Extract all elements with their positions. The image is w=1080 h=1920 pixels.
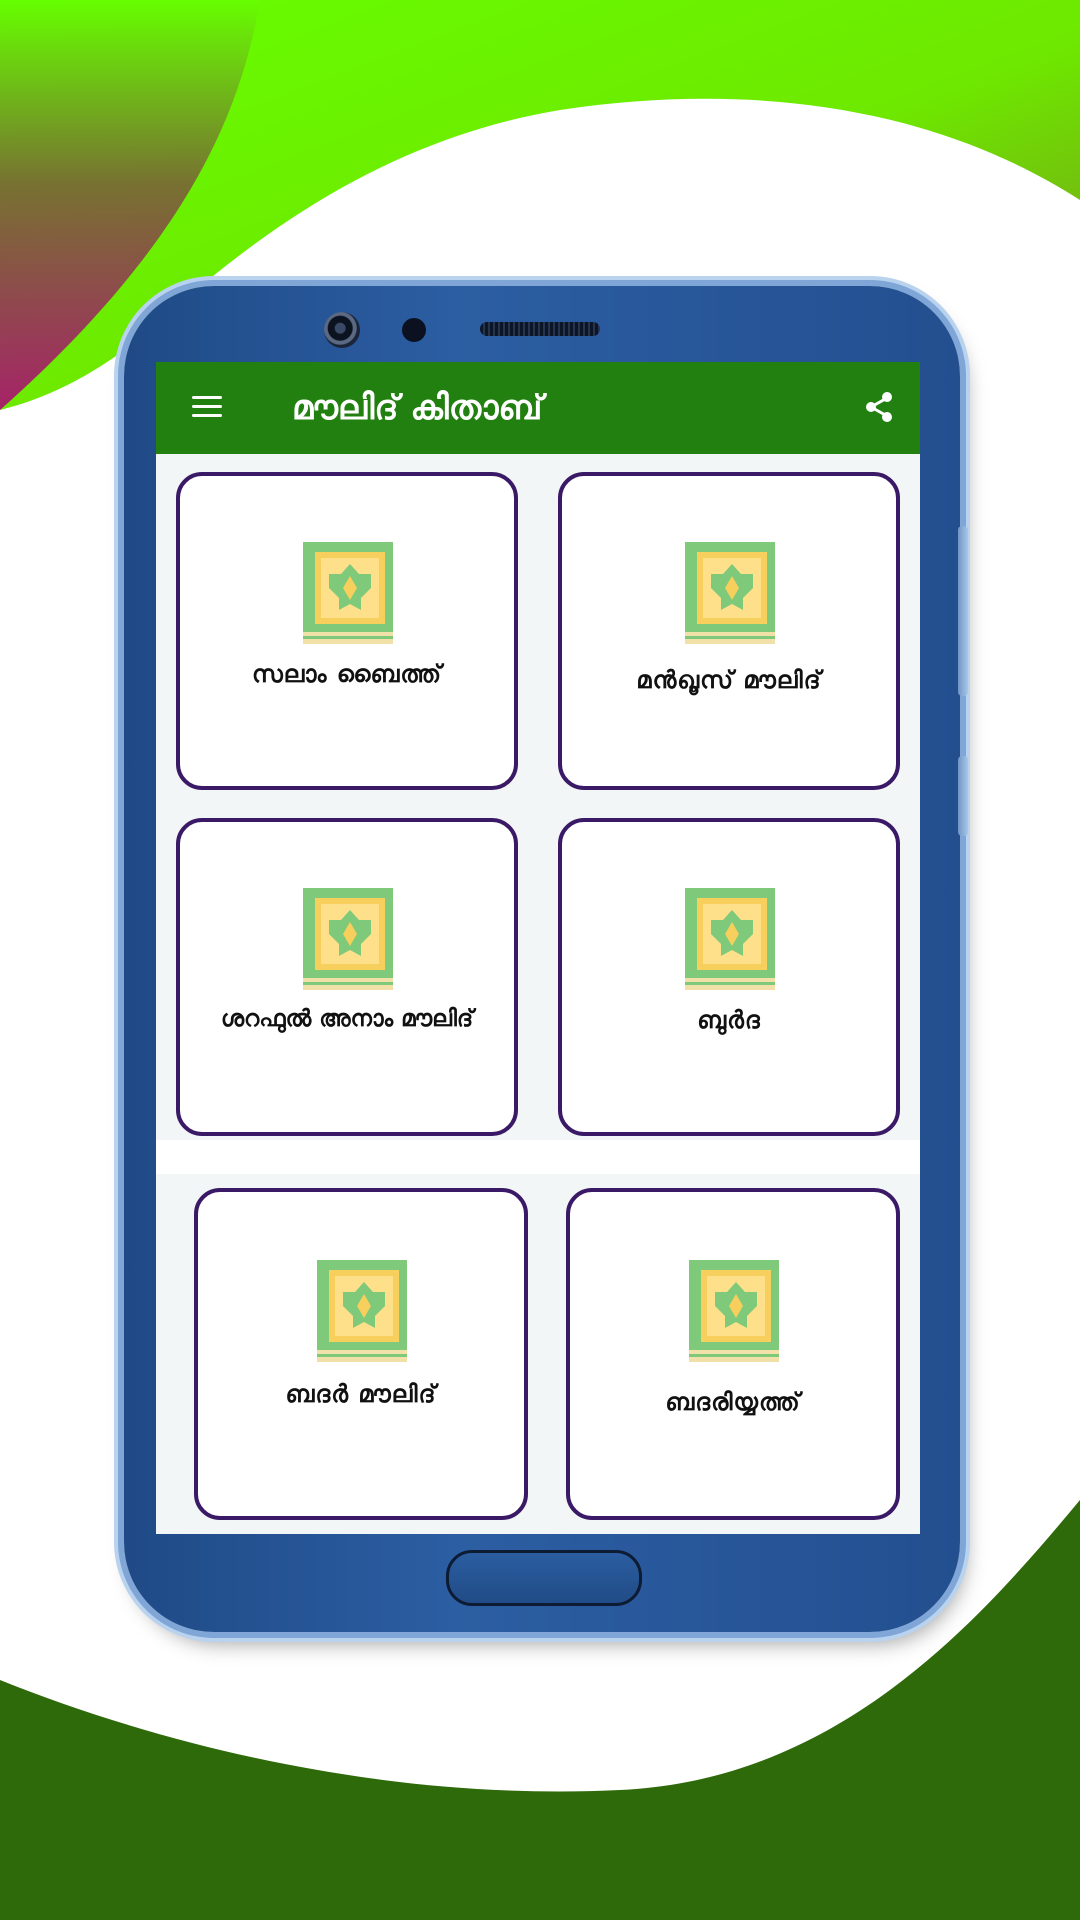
book-icon — [685, 542, 775, 644]
book-icon — [317, 1260, 407, 1362]
book-label: മൻഖൂസ് മൗലിദ് — [636, 666, 822, 694]
home-button[interactable] — [446, 1550, 642, 1606]
app-title: മൗലിദ് കിതാബ് — [292, 388, 543, 428]
book-icon — [685, 888, 775, 990]
volume-button — [958, 526, 968, 696]
earpiece-speaker — [480, 322, 600, 336]
book-icon — [303, 888, 393, 990]
book-icon — [303, 542, 393, 644]
book-card-badr-moulid[interactable]: ബദർ മൗലിദ് — [194, 1188, 528, 1520]
book-label: ബുർദ — [697, 1006, 761, 1034]
book-card-burda[interactable]: ബുർദ — [558, 818, 900, 1136]
app-bar: മൗലിദ് കിതാബ് — [156, 362, 920, 454]
book-label: ശറഫുൽ അനാം മൗലിദ് — [220, 1006, 474, 1032]
book-card-sharaful-anam[interactable]: ശറഫുൽ അനാം മൗലിദ് — [176, 818, 518, 1136]
app-screen: മൗലിദ് കിതാബ് — [156, 362, 920, 1534]
phone-frame: മൗലിദ് കിതാബ് — [124, 286, 968, 1632]
book-label: സലാം ബൈത്ത് — [251, 660, 443, 688]
menu-icon[interactable] — [192, 394, 224, 422]
book-card-manqoos-moulid[interactable]: മൻഖൂസ് മൗലിദ് — [558, 472, 900, 790]
power-button — [958, 756, 968, 836]
section-divider — [156, 1140, 920, 1174]
front-camera — [324, 312, 360, 348]
book-card-salam-baith[interactable]: സലാം ബൈത്ത് — [176, 472, 518, 790]
share-icon[interactable] — [862, 390, 896, 424]
book-label: ബദരിയ്യത്ത് — [665, 1388, 801, 1416]
proximity-sensor — [402, 318, 426, 342]
book-icon — [689, 1260, 779, 1362]
book-label: ബദർ മൗലിദ് — [285, 1380, 437, 1408]
book-card-badariyyath[interactable]: ബദരിയ്യത്ത് — [566, 1188, 900, 1520]
